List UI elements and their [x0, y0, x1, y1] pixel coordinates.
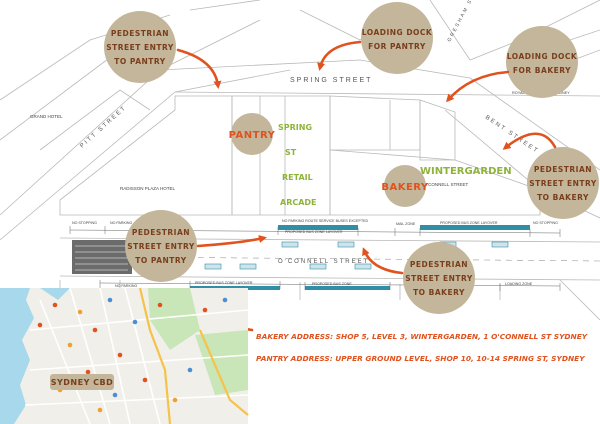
venue-bakery: BAKERY [381, 182, 429, 193]
callout-line: FOR PANTRY [368, 42, 426, 51]
kerb-sign-bus-zone-2: PROPOSED BUS ZONE LAYOVER [440, 221, 498, 225]
callout-line: TO BAKERY [537, 193, 589, 202]
bus-icon [281, 241, 299, 248]
venue-pantry: PANTRY [229, 130, 276, 141]
arrow-ped-bakery-right [502, 132, 557, 150]
inset-pois [37, 297, 228, 413]
bus-zone-bar [420, 225, 530, 230]
arrow-loading-bakery [446, 70, 510, 103]
callout-line: PEDESTRIAN [132, 228, 190, 237]
callout-line: TO PANTRY [114, 57, 165, 66]
bus-icon [204, 263, 222, 270]
bus-icon [239, 263, 257, 270]
pantry-address: PANTRY ADDRESS: UPPER GROUND LEVEL, SHOP… [256, 354, 585, 363]
bakery-marker: BAKERY [381, 165, 429, 207]
sydney-cbd-marker: SYDNEY CBD [50, 374, 114, 390]
callout-line: STREET ENTRY [127, 242, 195, 251]
venue-arcade-line-1: SPRING [278, 123, 312, 132]
kerb-sign-no-parking-route: NO PARKING ROUTE SERVICE BUSES EXCEPTED [282, 219, 369, 223]
venue-arcade-line-2: ST [285, 148, 297, 157]
kerb-sign-bus-zone-short: PROPOSED BUS ZONE [312, 282, 352, 286]
bus-icon [354, 263, 372, 270]
kerb-sign-loading-zone: LOADING ZONE [505, 282, 533, 286]
kerb-sign-bus-zone: PROPOSED BUS ZONE LAYOVER [285, 230, 343, 234]
callout-ped-pantry-top: PEDESTRIAN STREET ENTRY TO PANTRY [104, 11, 176, 83]
callout-line: PEDESTRIAN [410, 260, 468, 269]
callout-line: FOR BAKERY [513, 66, 571, 75]
road-markings [72, 240, 600, 274]
callout-ped-pantry-mid: PEDESTRIAN STREET ENTRY TO PANTRY [125, 210, 197, 282]
venue-arcade-line-3: RETAIL [282, 173, 313, 182]
venue-wintergarden: WINTERGARDEN [420, 166, 512, 177]
inset-map-label: SYDNEY CBD [51, 378, 114, 387]
building-grand-hotel: GRAND HOTEL [30, 114, 63, 119]
callout-loading-pantry: LOADING DOCK FOR PANTRY [361, 2, 433, 74]
callout-line: STREET ENTRY [405, 274, 473, 283]
bus-icon [337, 241, 355, 248]
kerb-sign-no-parking: NO PARKING [110, 221, 133, 225]
building-1-oconnell: 1 O'CONNELL STREET [420, 182, 468, 187]
bus-zone-bar [278, 225, 358, 230]
callout-line: TO BAKERY [413, 288, 465, 297]
street-label-oconnell: O'CONNELL STREET [278, 259, 369, 265]
kerb-sign-no-parking-lower: NO PARKING [115, 284, 138, 288]
street-label-spring: SPRING STREET [290, 77, 372, 84]
street-label-pitt: PITT STREET [79, 105, 128, 150]
kerb-sign-no-stopping: NO STOPPING [72, 221, 97, 225]
street-label-gresham: GRESHAM STREET [446, 0, 486, 43]
venue-arcade-line-4: ARCADE [280, 198, 317, 207]
callout-line: STREET ENTRY [106, 43, 174, 52]
bus-zone-bar [305, 286, 390, 290]
arrow-ped-pantry-mid [196, 235, 267, 248]
kerb-sign-mail-zone: MAIL ZONE [396, 222, 416, 226]
callout-line: TO PANTRY [135, 256, 186, 265]
callout-ped-bakery-mid: PEDESTRIAN STREET ENTRY TO BAKERY [403, 242, 475, 314]
bakery-address: BAKERY ADDRESS: SHOP 5, LEVEL 3, WINTERG… [256, 332, 588, 341]
bus-icon [309, 263, 327, 270]
callout-ped-bakery-right: PEDESTRIAN STREET ENTRY TO BAKERY [527, 147, 599, 219]
callout-line: STREET ENTRY [529, 179, 597, 188]
callout-line: LOADING DOCK [507, 52, 578, 61]
callout-line: LOADING DOCK [362, 28, 433, 37]
bus-icon [491, 241, 509, 248]
building-radisson: RADISSON PLAZA HOTEL [120, 186, 176, 191]
kerb-sign-no-stopping-2: NO STOPPING [533, 221, 558, 225]
arrow-ped-bakery-mid [362, 247, 404, 275]
arrow-loading-pantry [317, 40, 362, 71]
callout-line: PEDESTRIAN [534, 165, 592, 174]
arrow-ped-pantry-top [176, 48, 222, 89]
callout-loading-bakery: LOADING DOCK FOR BAKERY [506, 26, 578, 98]
kerb-sign-bus-zone-lower: PROPOSED BUS ZONE LAYOVER [195, 281, 253, 285]
callout-line: PEDESTRIAN [111, 29, 169, 38]
pantry-marker: PANTRY [229, 113, 276, 155]
inset-map: SYDNEY CBD [0, 287, 249, 424]
